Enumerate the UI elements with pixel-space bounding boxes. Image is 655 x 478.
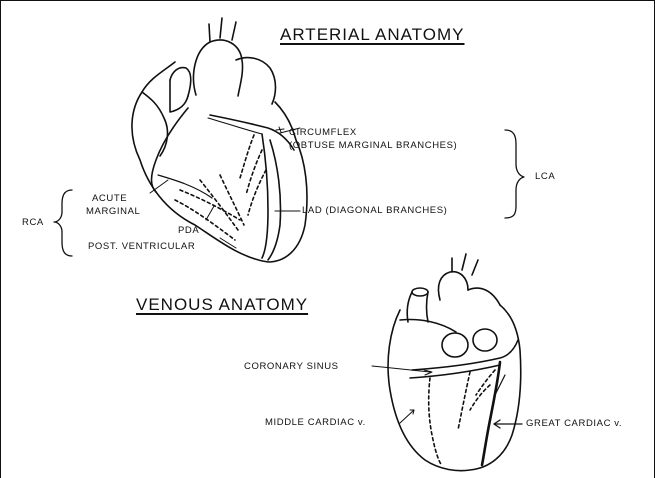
venous-title: VENOUS ANATOMY <box>136 296 308 313</box>
label-coronary-sinus: CORONARY SINUS <box>244 362 339 372</box>
label-great-cardiac: GREAT CARDIAC v. <box>526 419 622 429</box>
label-middle-cardiac: MIDDLE CARDIAC v. <box>265 418 366 428</box>
